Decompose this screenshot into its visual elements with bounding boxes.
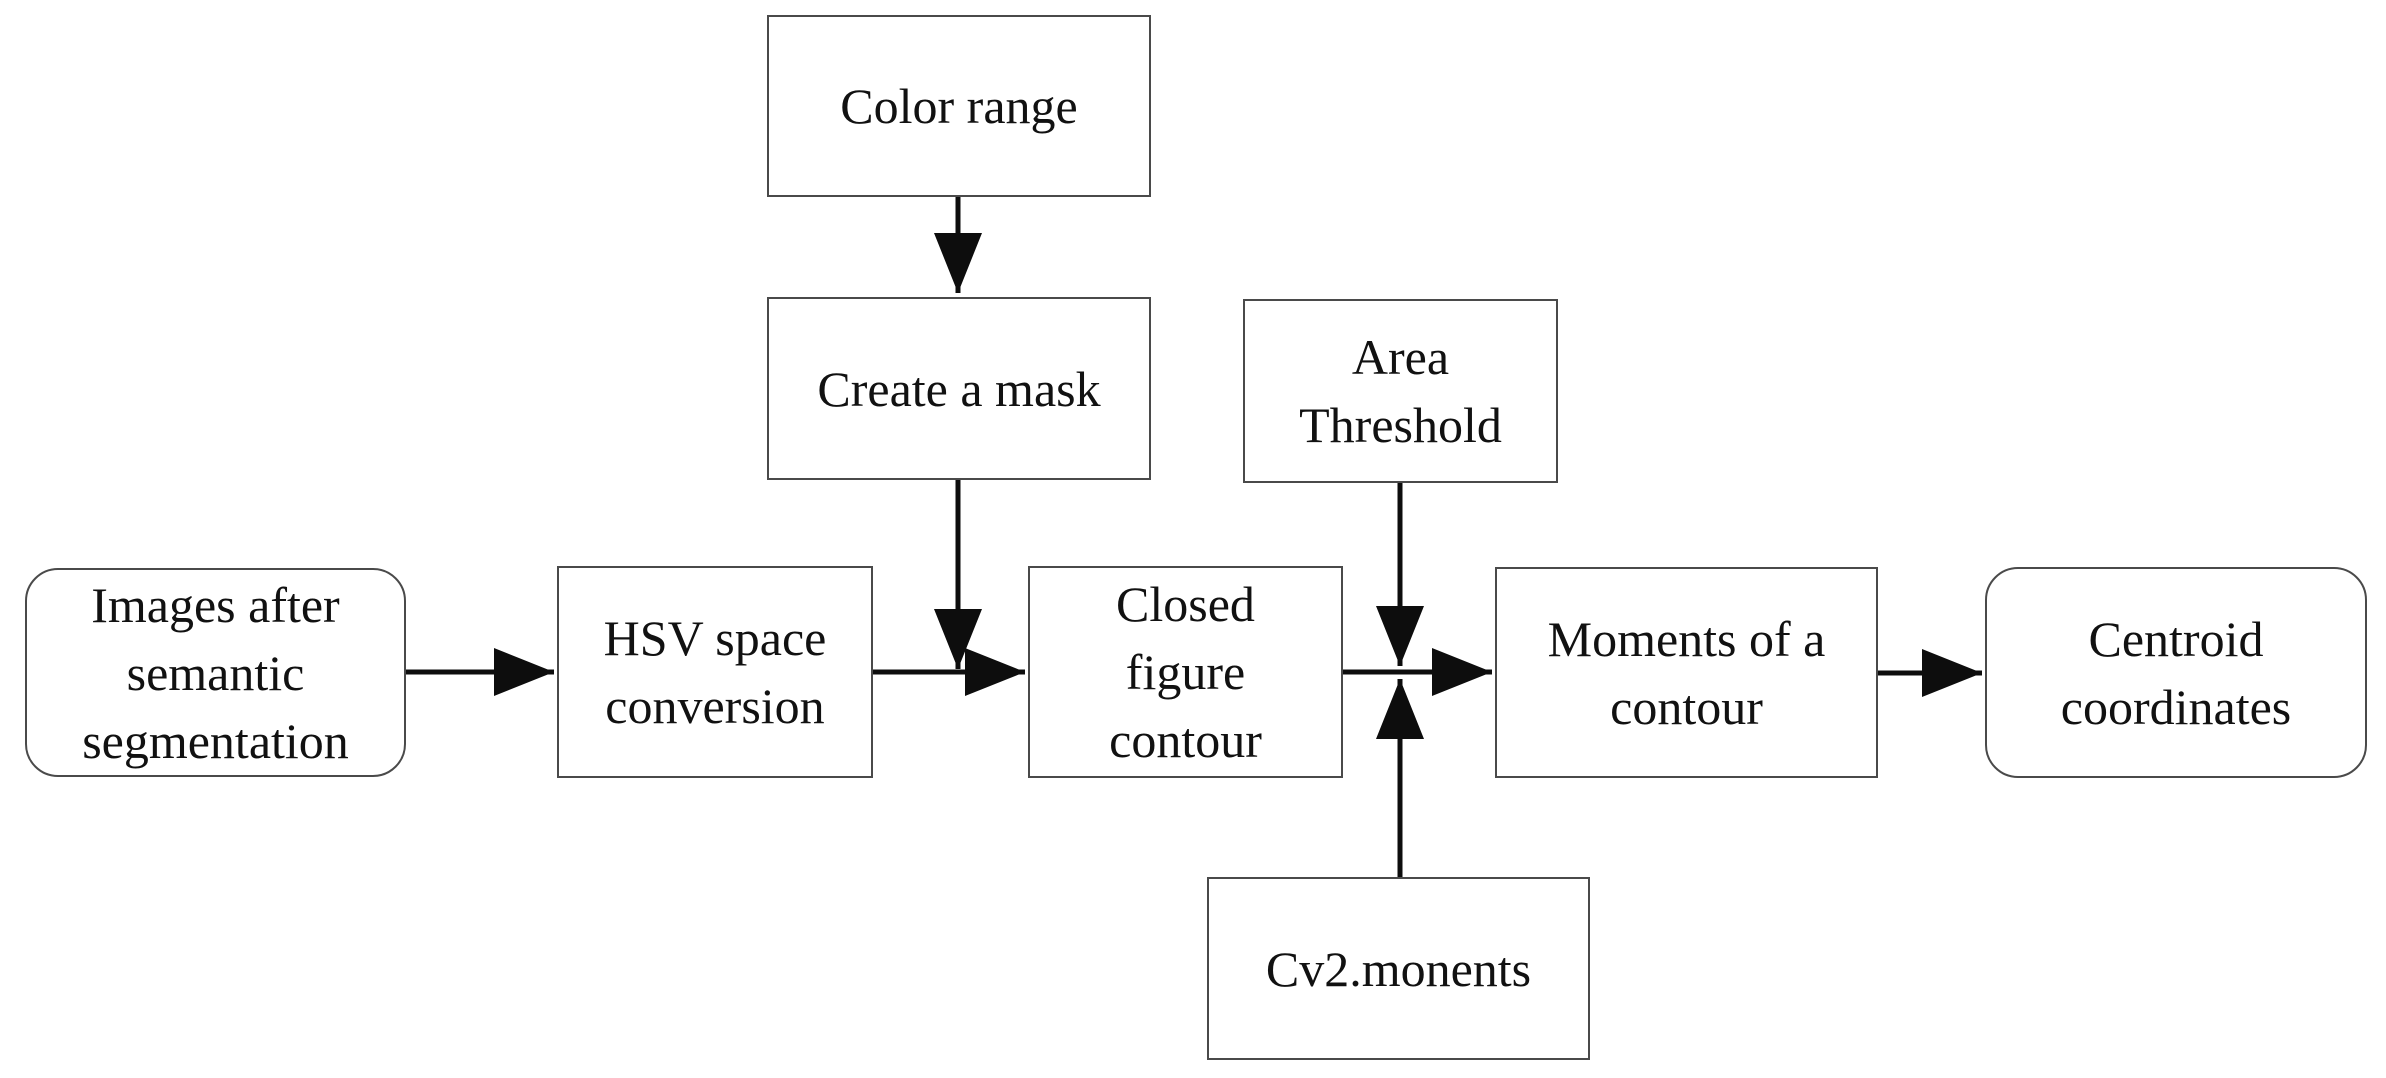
node-color-range: Color range [767, 15, 1151, 197]
node-create-mask: Create a mask [767, 297, 1151, 480]
node-area-threshold: Area Threshold [1243, 299, 1558, 483]
node-area-threshold-label: Area Threshold [1299, 329, 1502, 453]
node-hsv-label: HSV space conversion [603, 610, 827, 734]
node-color-range-label: Color range [840, 78, 1078, 134]
node-images-after-semantic-segmentation: Images after semantic segmentation [25, 568, 406, 777]
node-closed-figure-contour: Closed figure contour [1028, 566, 1343, 778]
node-create-mask-label: Create a mask [817, 360, 1101, 417]
node-cv2-moments: Cv2.monents [1207, 877, 1590, 1060]
node-closed-contour-label: Closed figure contour [1109, 576, 1262, 768]
node-moments-of-a-contour: Moments of a contour [1495, 567, 1878, 778]
node-centroid-label: Centroid coordinates [2060, 610, 2292, 735]
node-hsv-space-conversion: HSV space conversion [557, 566, 873, 778]
node-cv2-moments-label: Cv2.monents [1265, 940, 1532, 997]
node-centroid-coordinates: Centroid coordinates [1985, 567, 2367, 778]
node-images-semantic-label: Images after semantic segmentation [82, 576, 349, 769]
node-moments-label: Moments of a contour [1547, 610, 1826, 735]
